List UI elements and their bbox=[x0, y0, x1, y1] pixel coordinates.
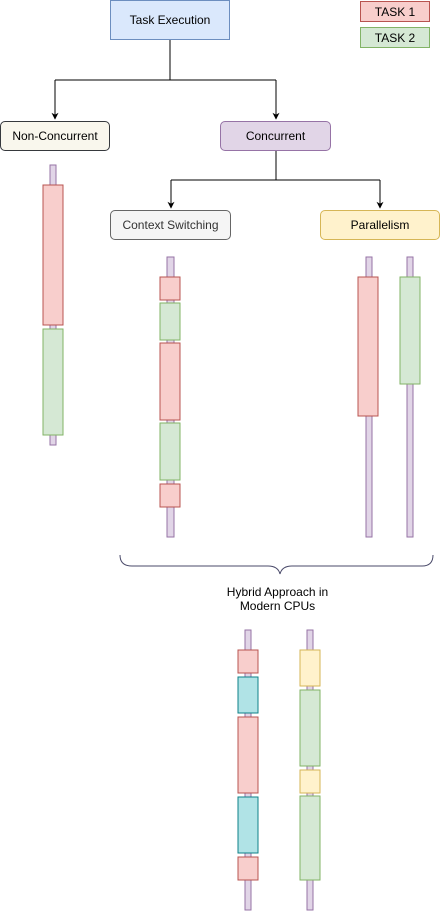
legend-task1: TASK 1 bbox=[360, 1, 430, 22]
node-context-switching-label: Context Switching bbox=[122, 218, 219, 232]
task1-block bbox=[159, 342, 181, 421]
tree-connectors bbox=[51, 40, 384, 209]
node-parallelism: Parallelism bbox=[320, 210, 440, 240]
task3-block bbox=[237, 676, 259, 714]
task4-block bbox=[299, 769, 321, 794]
context-switching-blocks bbox=[159, 276, 181, 508]
node-concurrent-label: Concurrent bbox=[245, 129, 306, 143]
task1-block bbox=[357, 276, 379, 417]
legend-task1-label: TASK 1 bbox=[374, 4, 416, 19]
task2-block bbox=[159, 302, 181, 341]
node-non-concurrent-label: Non-Concurrent bbox=[12, 129, 98, 143]
task2-block bbox=[159, 422, 181, 481]
task4-block bbox=[299, 649, 321, 687]
hybrid-brace bbox=[119, 554, 434, 575]
node-task-execution: Task Execution bbox=[110, 0, 230, 40]
parallelism-blocks bbox=[357, 276, 421, 417]
legend-task2: TASK 2 bbox=[360, 27, 430, 48]
task1-block bbox=[159, 483, 181, 508]
task2-block bbox=[399, 276, 421, 385]
hybrid-blocks bbox=[237, 649, 321, 881]
task2-block bbox=[42, 328, 64, 436]
task2-block bbox=[299, 689, 321, 767]
node-non-concurrent: Non-Concurrent bbox=[0, 121, 110, 151]
node-task-execution-label: Task Execution bbox=[129, 13, 211, 27]
task1-block bbox=[42, 184, 64, 326]
hybrid-approach-label: Hybrid Approach in Modern CPUs bbox=[226, 585, 329, 613]
task2-block bbox=[299, 795, 321, 881]
non-concurrent-blocks bbox=[42, 184, 64, 436]
task1-block bbox=[237, 649, 259, 674]
task3-block bbox=[237, 796, 259, 854]
node-parallelism-label: Parallelism bbox=[350, 218, 410, 232]
thread-rail-parallel-2 bbox=[406, 256, 414, 538]
task1-block bbox=[159, 276, 181, 301]
task1-block bbox=[237, 856, 259, 881]
node-concurrent: Concurrent bbox=[220, 121, 331, 151]
task1-block bbox=[237, 716, 259, 794]
legend-task2-label: TASK 2 bbox=[374, 30, 416, 45]
node-context-switching: Context Switching bbox=[110, 210, 231, 240]
